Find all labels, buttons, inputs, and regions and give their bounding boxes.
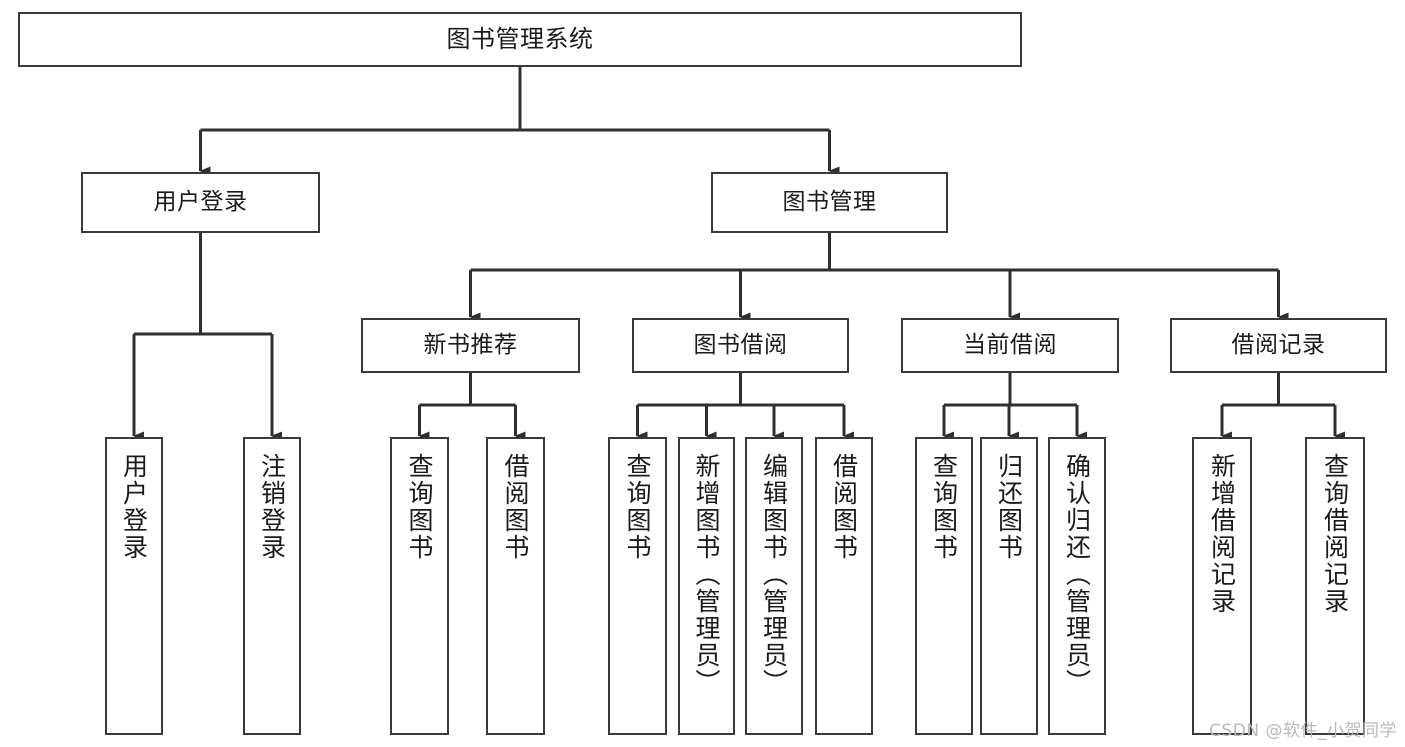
node-leaf-user-logout[interactable]: 注销登录 bbox=[243, 437, 301, 735]
node-label-new-book-recommend: 新书推荐 bbox=[423, 331, 518, 358]
node-label-current-borrow: 当前借阅 bbox=[963, 331, 1057, 358]
node-root[interactable]: 图书管理系统 bbox=[18, 12, 1022, 67]
node-leaf-query-borrow-record[interactable]: 查询借阅记录 bbox=[1305, 437, 1365, 735]
node-new-book-recommend[interactable]: 新书推荐 bbox=[361, 318, 580, 373]
node-label-leaf-query-books-recommend: 查询图书 bbox=[405, 453, 434, 561]
node-label-leaf-query-borrow-record: 查询借阅记录 bbox=[1320, 453, 1350, 615]
node-label-book-management: 图书管理 bbox=[782, 188, 877, 215]
node-label-user-login: 用户登录 bbox=[153, 188, 248, 215]
node-current-borrow[interactable]: 当前借阅 bbox=[901, 318, 1119, 373]
node-label-leaf-user-login: 用户登录 bbox=[119, 453, 149, 561]
node-leaf-return-books[interactable]: 归还图书 bbox=[980, 437, 1038, 735]
node-leaf-borrow-books-borrow[interactable]: 借阅图书 bbox=[815, 437, 873, 735]
node-leaf-borrow-books-recommend[interactable]: 借阅图书 bbox=[486, 437, 545, 735]
node-book-borrow[interactable]: 图书借阅 bbox=[632, 318, 849, 373]
node-label-root: 图书管理系统 bbox=[446, 25, 594, 54]
node-leaf-query-books-current[interactable]: 查询图书 bbox=[915, 437, 973, 735]
node-label-book-borrow: 图书借阅 bbox=[693, 331, 788, 358]
node-label-leaf-add-borrow-record: 新增借阅记录 bbox=[1207, 453, 1237, 615]
connector-group bbox=[132, 67, 1345, 441]
node-leaf-query-books-borrow[interactable]: 查询图书 bbox=[608, 437, 667, 735]
node-label-leaf-confirm-return-admin: 确认归还（管理员） bbox=[1062, 453, 1092, 696]
node-label-leaf-borrow-books-borrow: 借阅图书 bbox=[829, 453, 859, 561]
node-leaf-add-book-admin[interactable]: 新增图书（管理员） bbox=[678, 437, 735, 735]
node-leaf-add-borrow-record[interactable]: 新增借阅记录 bbox=[1192, 437, 1252, 735]
node-label-leaf-return-books: 归还图书 bbox=[994, 453, 1024, 561]
node-label-leaf-borrow-books-recommend: 借阅图书 bbox=[501, 453, 530, 561]
watermark-text: CSDN @软件_小贺同学 bbox=[1209, 721, 1397, 741]
node-leaf-query-books-recommend[interactable]: 查询图书 bbox=[390, 437, 449, 735]
node-label-leaf-query-books-borrow: 查询图书 bbox=[623, 453, 652, 561]
node-label-leaf-add-book-admin: 新增图书（管理员） bbox=[692, 453, 721, 696]
node-user-login[interactable]: 用户登录 bbox=[81, 172, 320, 233]
node-label-leaf-query-books-current: 查询图书 bbox=[929, 453, 959, 561]
node-leaf-edit-book-admin[interactable]: 编辑图书（管理员） bbox=[745, 437, 803, 735]
node-leaf-user-login[interactable]: 用户登录 bbox=[105, 437, 163, 735]
node-label-leaf-edit-book-admin: 编辑图书（管理员） bbox=[759, 453, 789, 696]
node-book-management[interactable]: 图书管理 bbox=[711, 172, 948, 233]
node-label-borrow-record: 借阅记录 bbox=[1231, 331, 1326, 358]
node-label-leaf-user-logout: 注销登录 bbox=[257, 453, 287, 561]
node-leaf-confirm-return-admin[interactable]: 确认归还（管理员） bbox=[1048, 437, 1106, 735]
node-borrow-record[interactable]: 借阅记录 bbox=[1170, 318, 1387, 373]
